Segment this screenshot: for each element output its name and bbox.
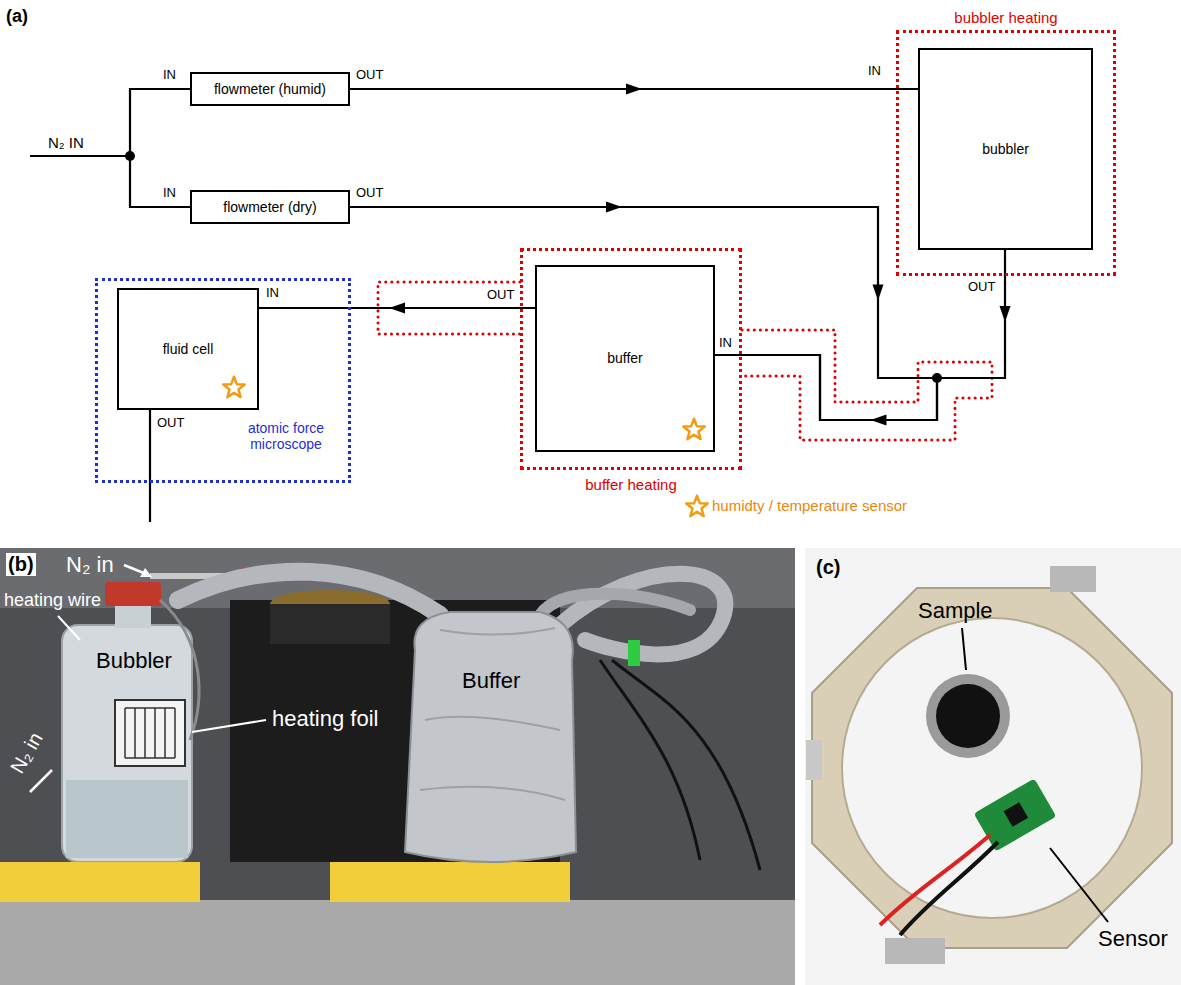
port-label: IN bbox=[868, 64, 881, 79]
photo-label: Bubbler bbox=[96, 648, 172, 673]
port-label: OUT bbox=[157, 416, 184, 431]
leader-line bbox=[192, 720, 266, 732]
inlet-arrow bbox=[30, 770, 52, 792]
flowmeter-box: flowmeter (dry) bbox=[190, 190, 350, 224]
supply-pipes bbox=[30, 89, 190, 522]
sensor-star bbox=[223, 377, 244, 397]
foil-tube bbox=[178, 572, 440, 615]
metal-clip bbox=[885, 938, 945, 964]
port-label: IN bbox=[163, 68, 176, 83]
sensor-wire bbox=[880, 835, 990, 925]
node-label: buffer bbox=[607, 350, 643, 366]
foil-tube bbox=[560, 574, 725, 655]
cable bbox=[600, 660, 760, 870]
sample-holder-ring bbox=[812, 588, 1172, 948]
pipe-connector bbox=[259, 303, 535, 314]
inlet-arrow bbox=[140, 568, 152, 577]
sample-mount bbox=[926, 674, 1010, 758]
photo-label: N₂ in bbox=[6, 728, 48, 777]
photo-table bbox=[0, 900, 795, 985]
connector-clip bbox=[628, 640, 640, 666]
supply-pipe bbox=[130, 89, 190, 207]
panel-letter: (c) bbox=[816, 556, 840, 579]
port-label: OUT bbox=[356, 186, 383, 201]
arrow-head bbox=[1000, 306, 1011, 322]
arrow-head bbox=[871, 415, 887, 426]
sensor-chip bbox=[1004, 802, 1029, 827]
photo-label: Buffer bbox=[462, 668, 520, 693]
legend-text: humidty / temperature sensor bbox=[712, 497, 907, 514]
flowmeter-box: flowmeter (humid) bbox=[190, 72, 350, 106]
heating-region: buffer heatingbuffer bbox=[520, 248, 742, 470]
leader-line bbox=[1050, 848, 1108, 922]
microscope-region: atomic force microscope fluid cell bbox=[95, 278, 351, 483]
arrow-head bbox=[389, 303, 405, 314]
arrow-head bbox=[606, 202, 622, 213]
photo-label: N₂ in bbox=[66, 552, 114, 577]
port-label: OUT bbox=[356, 68, 383, 83]
metal-clip bbox=[1050, 566, 1096, 592]
bubbler-box: bubbler bbox=[918, 48, 1093, 250]
heating-foil bbox=[115, 700, 185, 766]
supply-pipe bbox=[30, 155, 130, 157]
ring-opening bbox=[842, 618, 1142, 918]
pipe-connector bbox=[350, 84, 918, 95]
foil-tube bbox=[540, 594, 690, 615]
region-heading: atomic force microscope bbox=[230, 420, 342, 452]
foil-crease bbox=[420, 628, 565, 800]
pipe-connector bbox=[715, 250, 1011, 426]
leader-line bbox=[962, 628, 966, 670]
photo-label: heating foil bbox=[272, 706, 378, 731]
node-label: bubbler bbox=[982, 141, 1029, 157]
region-heading: bubbler heating bbox=[954, 9, 1057, 26]
inlet-label: N₂ IN bbox=[48, 134, 84, 151]
node-label: flowmeter (dry) bbox=[223, 199, 316, 215]
port-label: OUT bbox=[968, 280, 995, 295]
legend-star bbox=[686, 496, 707, 516]
hinge bbox=[806, 740, 822, 780]
fluid-cell-box: fluid cell bbox=[117, 288, 259, 410]
pipe-line bbox=[350, 207, 937, 420]
junction-dot bbox=[125, 151, 135, 161]
port-label: IN bbox=[163, 186, 176, 201]
heating-sheath bbox=[378, 282, 992, 440]
buffer-box: buffer bbox=[535, 265, 715, 452]
panel-letter: (b) bbox=[6, 553, 36, 576]
arrow-head bbox=[626, 84, 642, 95]
heating-foil-trace bbox=[125, 708, 175, 758]
photo-label: heating wire bbox=[4, 590, 101, 611]
leader-line bbox=[58, 616, 80, 640]
arrow-head bbox=[873, 285, 884, 301]
port-label: IN bbox=[266, 286, 279, 301]
pipe-connector bbox=[350, 202, 937, 421]
foam-pad bbox=[330, 862, 570, 902]
bottle-water bbox=[66, 780, 188, 858]
bottle-cap bbox=[105, 582, 161, 606]
photo-background bbox=[0, 548, 795, 985]
heating-region: bubbler heatingbubbler bbox=[896, 30, 1116, 276]
node-label: fluid cell bbox=[163, 341, 214, 357]
foam-pad bbox=[0, 862, 200, 902]
photo-background bbox=[805, 548, 1181, 985]
sample bbox=[936, 684, 1000, 748]
exhaust-pipe bbox=[149, 410, 151, 522]
panel-letter: (a) bbox=[6, 6, 28, 27]
node-label: flowmeter (humid) bbox=[214, 81, 326, 97]
bottle-neck bbox=[115, 604, 151, 628]
microscope-head bbox=[270, 604, 390, 644]
photo-label: Sample bbox=[918, 598, 993, 623]
sensor-wire bbox=[900, 842, 998, 935]
region-heading: buffer heating bbox=[585, 476, 676, 493]
sensor-star bbox=[683, 419, 704, 439]
port-label: OUT bbox=[487, 288, 514, 303]
port-label: IN bbox=[719, 336, 732, 351]
buffer-foil bbox=[405, 612, 576, 862]
bubbler-bottle bbox=[62, 625, 192, 862]
heating-sheath bbox=[742, 330, 992, 440]
photo-label: Sensor bbox=[1098, 926, 1168, 951]
